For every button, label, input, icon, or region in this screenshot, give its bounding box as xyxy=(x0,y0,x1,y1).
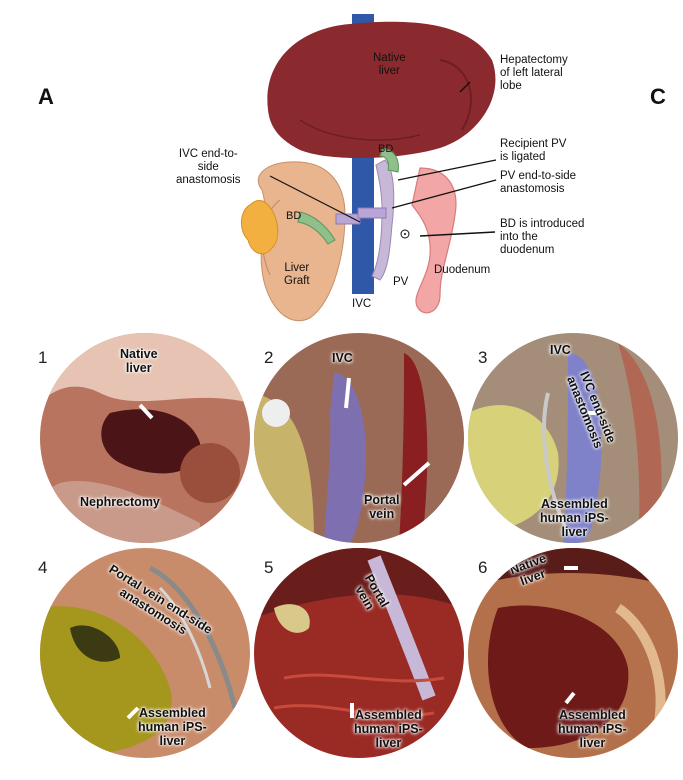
label-pv-anastomosis: PV end-to-side anastomosis xyxy=(500,170,577,195)
fat-tissue-shape xyxy=(241,200,279,255)
surgical-photo-4: Portal vein end-side anastomosis Assembl… xyxy=(40,548,250,758)
photo3-label-assembled-liver: Assembled human iPS- liver xyxy=(540,497,609,539)
label-liver-graft: Liver Graft xyxy=(284,262,310,287)
anatomy-diagram xyxy=(241,14,497,321)
bile-duct-top xyxy=(379,147,399,173)
label-ivc: IVC xyxy=(352,298,372,310)
label-ivc-anastomosis: IVC end-to- side anastomosis xyxy=(176,148,241,186)
panel-letter-a: A xyxy=(38,84,54,109)
portal-vein-shape xyxy=(371,159,395,281)
native-liver-shape xyxy=(267,21,496,159)
photo1-label-nephrectomy: Nephrectomy xyxy=(80,495,160,509)
photo3-label-ivc: IVC xyxy=(550,343,571,357)
photo4-label-assembled-liver: Assembled human iPS- liver xyxy=(138,706,207,748)
photo2-label-ivc: IVC xyxy=(332,351,353,365)
photo5-label-assembled-liver: Assembled human iPS- liver xyxy=(354,708,423,750)
photo6-label-assembled-liver: Assembled human iPS- liver xyxy=(558,708,627,750)
label-hepatectomy: Hepatectomy of left lateral lobe xyxy=(500,54,568,92)
label-bd-duodenum: BD is introduced into the duodenum xyxy=(500,218,585,256)
surgical-photo-1: Native liver Nephrectomy xyxy=(40,333,250,543)
label-recipient-pv: Recipient PV is ligated xyxy=(500,138,567,163)
label-bd-left: BD xyxy=(286,210,302,222)
photo1-label-native-liver: Native liver xyxy=(120,347,158,375)
bile-duct-left xyxy=(297,211,336,245)
liver-graft-shape xyxy=(257,161,346,321)
photo2-label-portal-vein: Portal vein xyxy=(364,493,400,521)
surgical-photo-2: IVC Portal vein xyxy=(254,333,464,543)
label-duodenum: Duodenum xyxy=(434,264,491,276)
panel-letter-c: C xyxy=(650,84,666,109)
label-pv: PV xyxy=(393,276,409,288)
surgical-photo-6: Native liver Assembled human iPS- liver xyxy=(468,548,678,758)
surgical-photo-5: Portal vein Assembled human iPS- liver xyxy=(254,548,464,758)
duodenum-shape xyxy=(411,167,457,314)
label-native-liver: Native liver xyxy=(373,52,406,77)
label-bd-top: BD xyxy=(378,143,394,155)
surgical-photo-3: IVC IVC end-side anastomosis Assembled h… xyxy=(468,333,678,543)
